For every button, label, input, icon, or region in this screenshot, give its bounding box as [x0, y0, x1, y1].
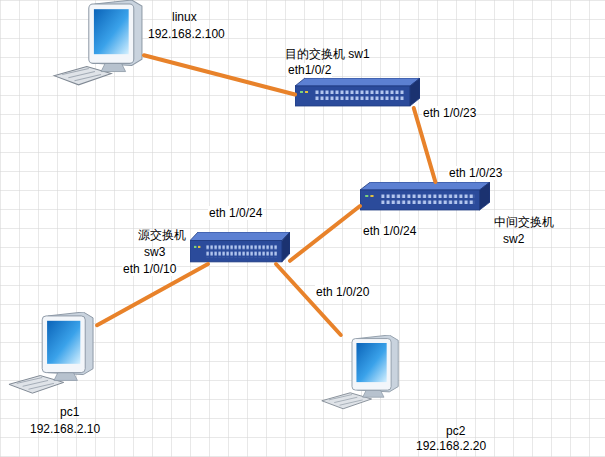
- switch-node: 目的交换机 sw1: [295, 78, 420, 108]
- network-cable: [144, 55, 295, 94]
- port-label: eth 1/0/24: [208, 206, 263, 220]
- device-address: 192.168.2.100: [148, 27, 225, 41]
- switch-icon: [360, 182, 490, 210]
- device-name: linux: [172, 10, 197, 24]
- computer-node: pc1192.168.2.10: [5, 312, 97, 400]
- computer-node: pc2192.168.2.20: [312, 335, 408, 415]
- port-label: eth 1/0/23: [422, 106, 477, 120]
- switch-node: 源交换机sw3: [190, 232, 290, 264]
- port-label: eth1/0/2: [287, 63, 332, 77]
- switch-icon: [190, 232, 290, 262]
- switch-icon: [295, 78, 420, 106]
- port-label: eth 1/0/23: [448, 166, 503, 180]
- switch-node: 中间交换机sw2: [360, 182, 490, 212]
- network-cable: [290, 206, 360, 261]
- computer-icon: [54, 0, 142, 85]
- port-label: eth 1/0/20: [315, 285, 370, 299]
- device-address: sw3: [144, 245, 165, 259]
- device-name: pc2: [446, 424, 465, 438]
- port-label: eth 1/0/10: [122, 262, 177, 276]
- device-name: pc1: [60, 405, 79, 419]
- computer-icon: [322, 335, 398, 409]
- device-name: 中间交换机: [494, 215, 554, 229]
- device-address: 192.168.2.10: [30, 422, 100, 436]
- port-label: eth 1/0/24: [362, 224, 417, 238]
- device-address: 192.168.2.20: [416, 439, 486, 453]
- device-name: 目的交换机 sw1: [285, 47, 370, 61]
- device-name: 源交换机: [138, 228, 186, 242]
- computer-node: linux192.168.2.100: [52, 0, 144, 92]
- network-cable: [276, 264, 341, 335]
- device-address: sw2: [503, 232, 524, 246]
- computer-icon: [9, 312, 93, 393]
